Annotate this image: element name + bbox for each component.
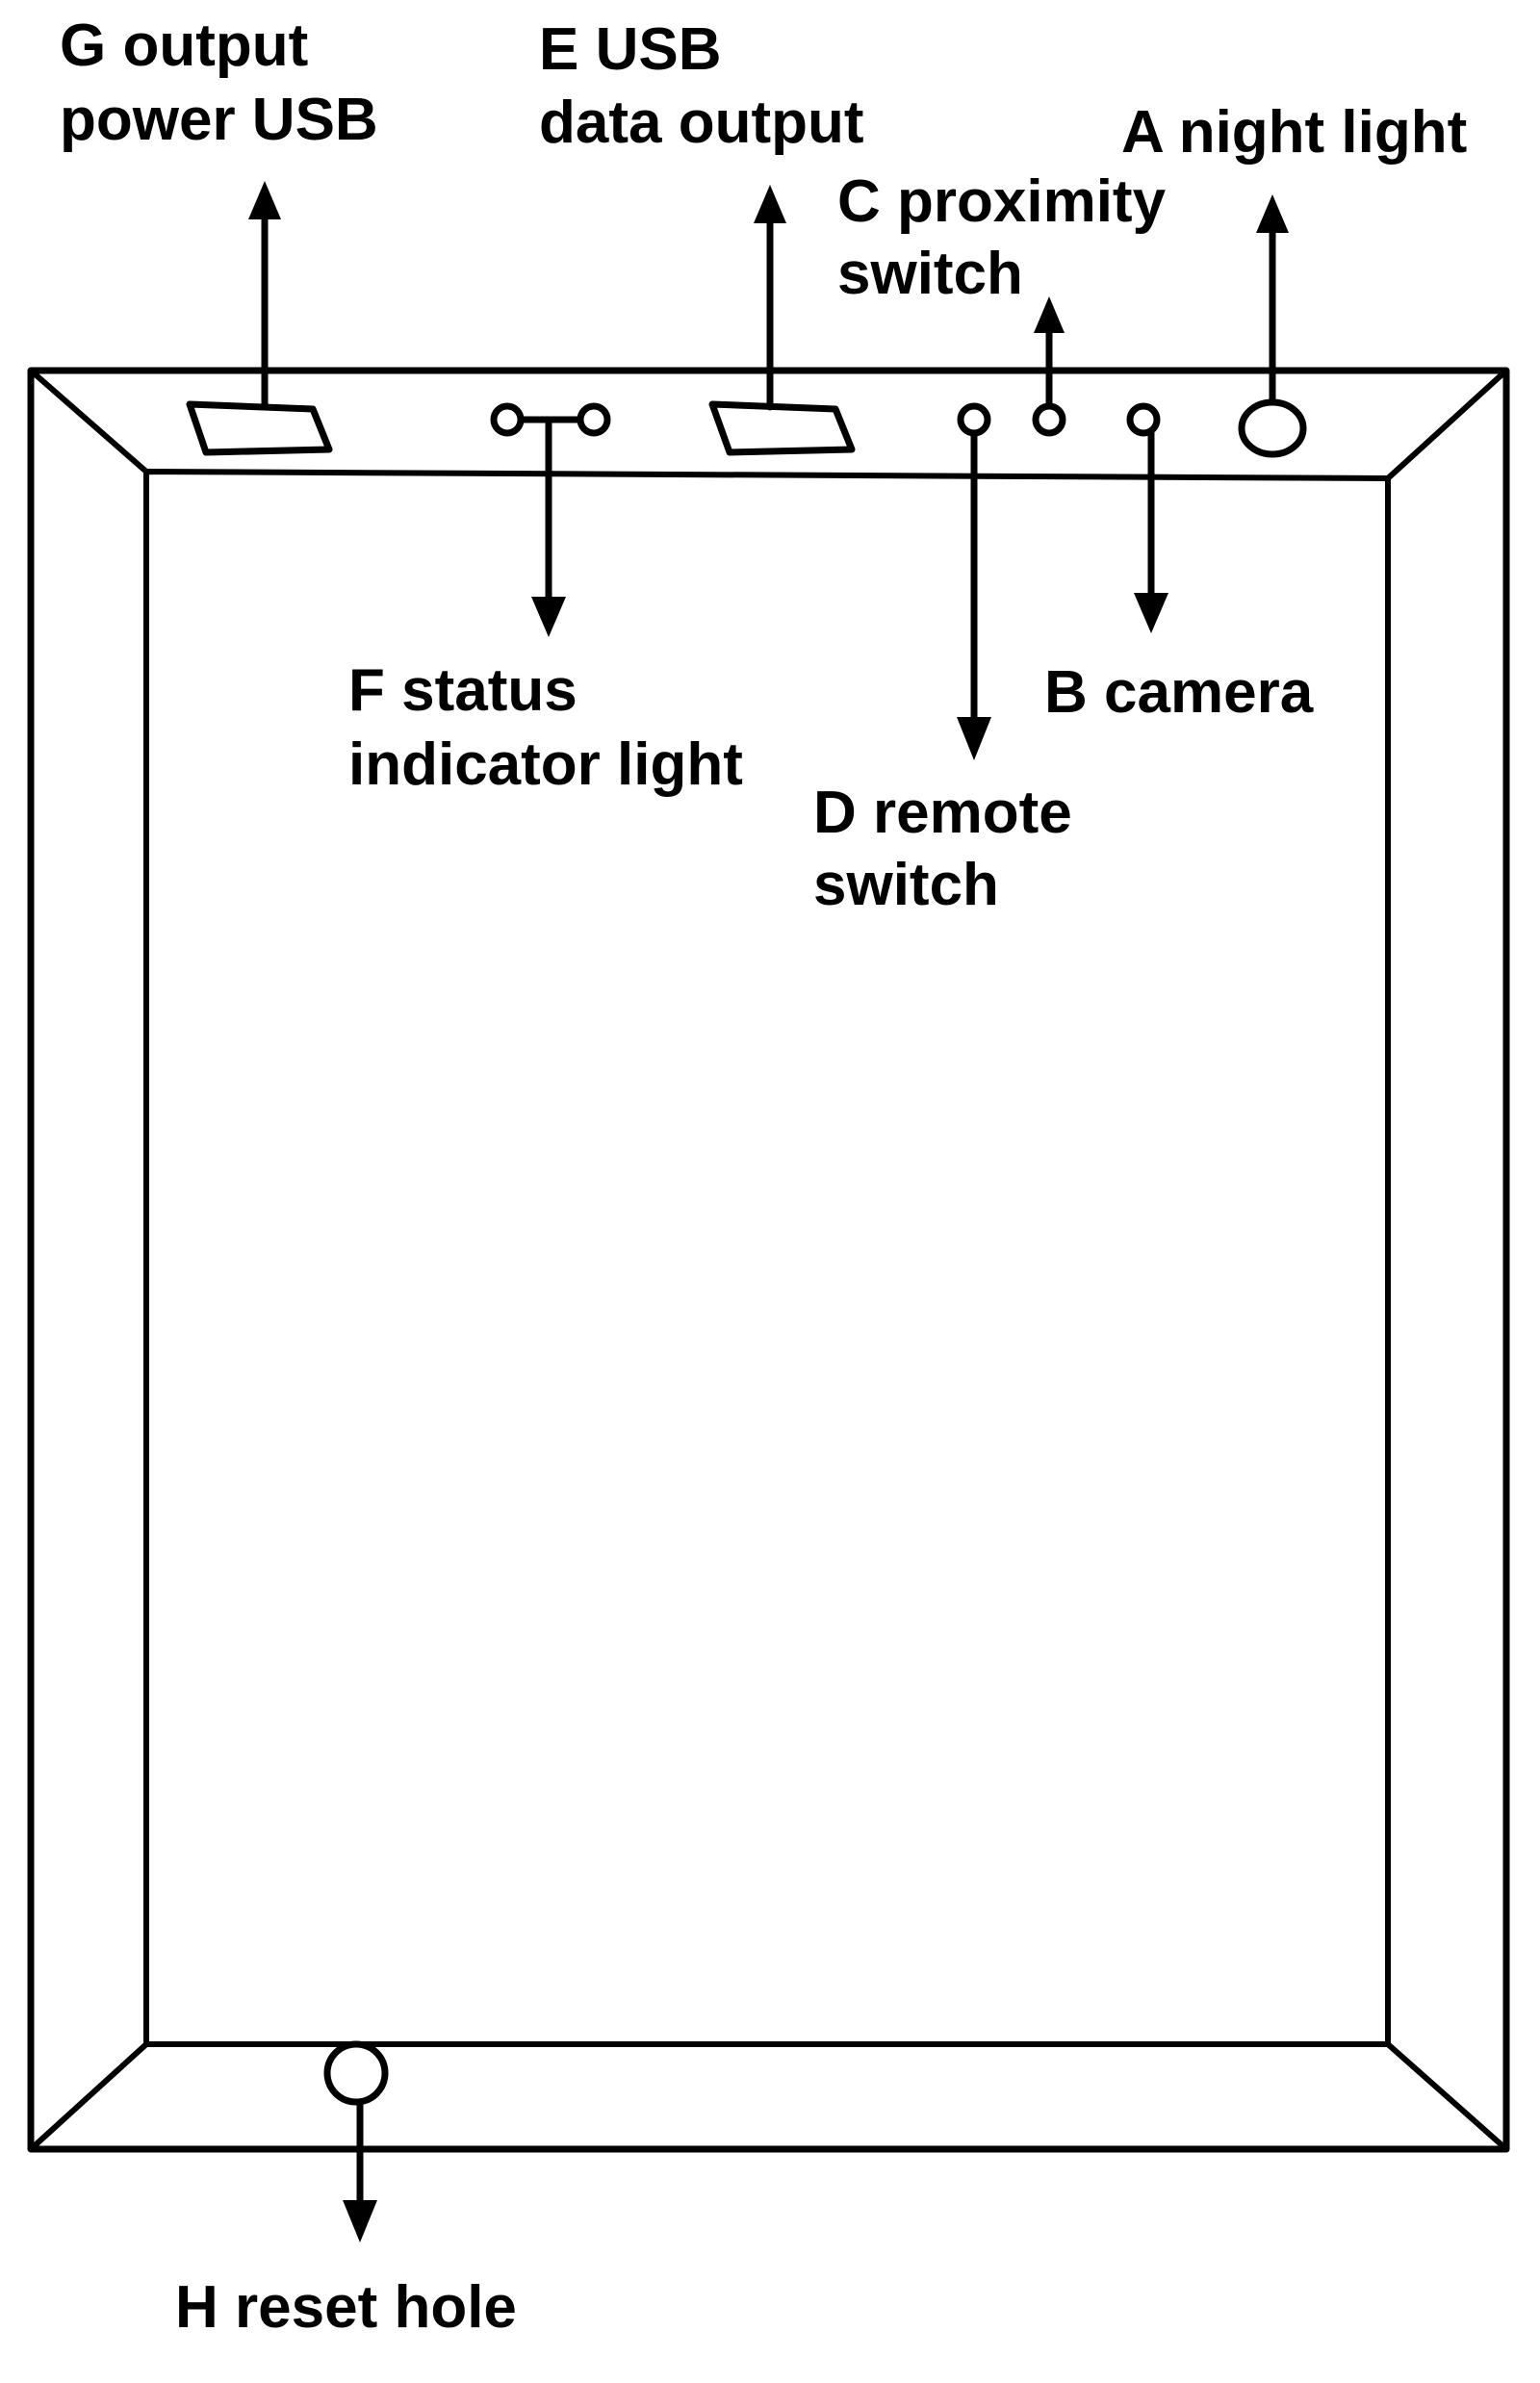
label-f-line-1: F status — [348, 657, 578, 724]
data-usb-port-shape — [708, 400, 856, 456]
bevel-top-right — [1385, 368, 1509, 481]
camera-icon — [1126, 402, 1161, 437]
reset-hole-icon — [323, 2040, 389, 2106]
reset-hole-arrowhead — [343, 2200, 377, 2242]
status-light-left-icon — [490, 402, 525, 437]
remote-switch-icon — [957, 402, 991, 437]
label-d-line-2: switch — [813, 852, 999, 918]
frame-outer — [27, 367, 1510, 2153]
data-usb-port — [708, 185, 856, 456]
status-indicator-light — [490, 402, 611, 637]
label-h-reset-hole: H reset hole — [175, 2274, 517, 2341]
night-light-icon — [1238, 398, 1307, 458]
label-e-line-2: data output — [539, 90, 864, 156]
power-usb-arrowhead — [248, 181, 281, 219]
bevel-top-left — [28, 368, 149, 474]
label-d-remote-switch: D remote switch — [813, 780, 1089, 918]
label-c-line-1: C proximity — [837, 168, 1167, 235]
bevel-bottom-left — [28, 2041, 149, 2152]
label-e-usb-data: E USB data output — [539, 16, 864, 156]
label-g-power-usb: G output power USB — [60, 13, 378, 153]
label-a-night-light: A night light — [1121, 99, 1467, 166]
status-light-right-icon — [577, 402, 611, 437]
label-c-proximity-switch: C proximity switch — [837, 168, 1182, 307]
label-b-line-1: B camera — [1044, 659, 1314, 726]
label-f-status-light: F status indicator light — [348, 657, 743, 798]
night-light — [1238, 194, 1307, 458]
label-h-line-1: H reset hole — [175, 2274, 517, 2341]
label-b-camera: B camera — [1044, 659, 1314, 726]
remote-switch — [957, 402, 991, 760]
reset-hole — [323, 2040, 389, 2242]
label-g-line-1: G output — [60, 13, 308, 79]
label-a-line-1: A night light — [1121, 99, 1467, 166]
camera — [1126, 402, 1168, 633]
remote-switch-arrowhead — [957, 717, 991, 760]
power-usb-port-shape — [186, 400, 333, 456]
label-f-line-2: indicator light — [348, 731, 743, 798]
camera-arrowhead — [1134, 593, 1168, 633]
night-light-arrowhead — [1256, 194, 1289, 233]
label-e-line-1: E USB — [539, 16, 721, 83]
label-d-line-1: D remote — [813, 780, 1072, 846]
proximity-switch-arrowhead — [1034, 296, 1065, 333]
power-usb-port — [186, 181, 333, 456]
bevel-bottom-right — [1385, 2041, 1509, 2152]
label-g-line-2: power USB — [60, 87, 378, 153]
proximity-switch — [1032, 296, 1066, 437]
label-c-line-2: switch — [837, 241, 1023, 307]
device-frame — [27, 367, 1510, 2153]
data-usb-arrowhead — [754, 185, 786, 223]
status-light-arrowhead — [531, 597, 566, 637]
proximity-switch-icon — [1032, 402, 1066, 437]
